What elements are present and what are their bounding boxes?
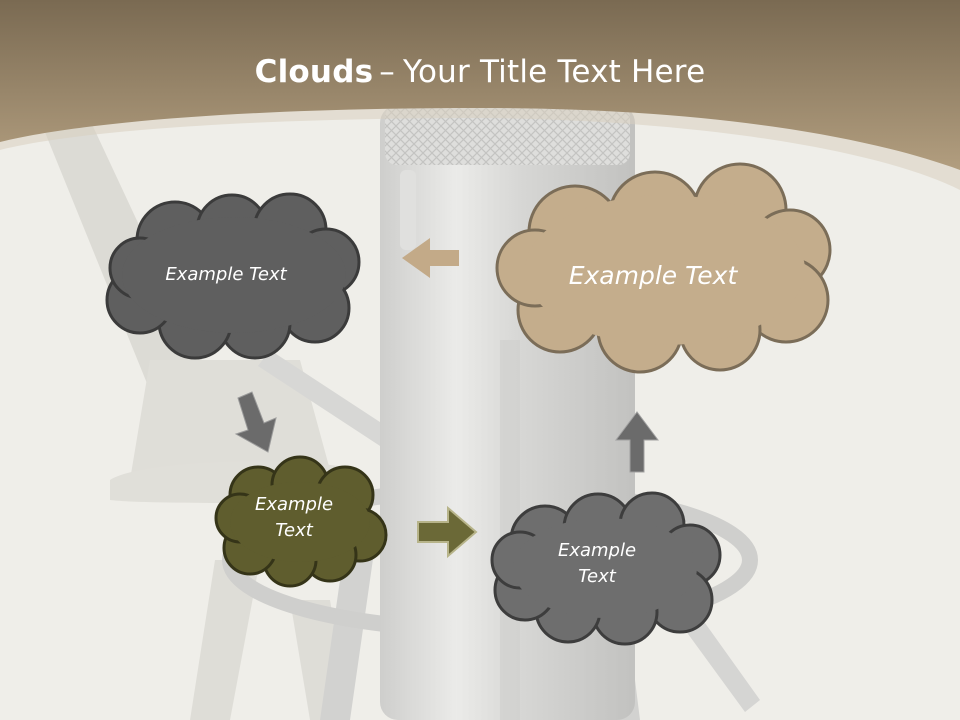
arrow-right — [417, 505, 478, 559]
cloud-top-right-fill — [525, 195, 805, 345]
cloud-top-left-text: Example Text — [165, 264, 287, 285]
title-bold: Clouds — [254, 54, 374, 90]
title-rest: Your Title Text Here — [402, 54, 706, 90]
cloud-top-right-text: Example Text — [568, 261, 738, 290]
arrow-left — [402, 238, 459, 278]
cloud-bottom-left-text: Example Text — [254, 494, 334, 542]
title-separator: – — [379, 54, 395, 90]
cloud-bottom-right-fill — [513, 518, 697, 618]
cloud-bottom-left-fill — [230, 482, 370, 562]
cloud-top-left-fill — [122, 217, 346, 333]
cloud-bottom-right-text: Example Text — [557, 540, 637, 588]
title-band — [0, 0, 960, 190]
arrow-up — [615, 411, 659, 473]
slide-title: Clouds–Your Title Text Here — [0, 54, 960, 90]
arrow-down — [234, 391, 277, 453]
